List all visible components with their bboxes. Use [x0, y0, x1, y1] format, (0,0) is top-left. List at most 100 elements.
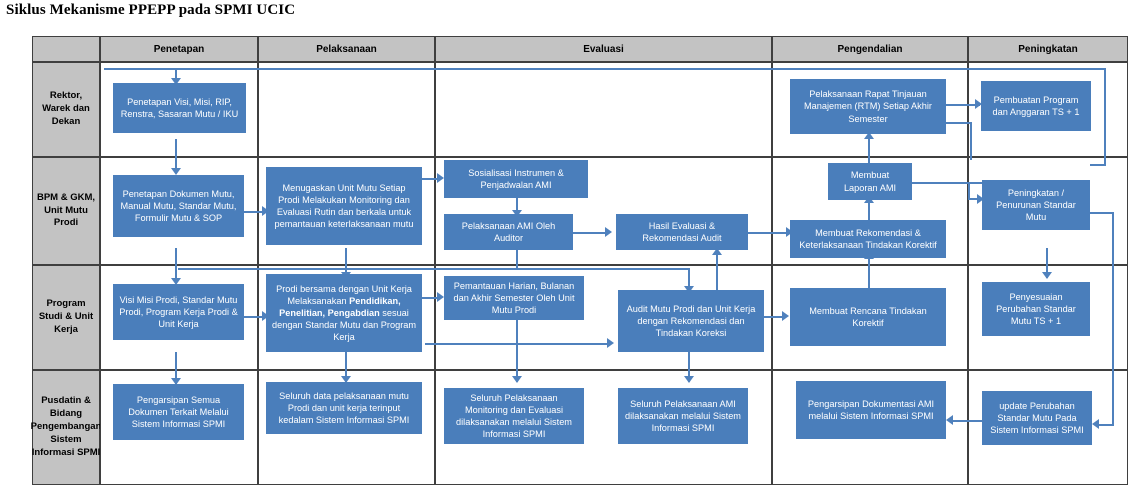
box-text-pre: Prodi bersama dengan Unit Kerja Melaksan…: [276, 283, 412, 306]
arrow-into-r3c3b-top: [684, 286, 694, 293]
corner-header-cell: [32, 36, 100, 62]
connector-rail-r3c3b-down: [688, 268, 690, 290]
connector-into-r2c5: [968, 198, 982, 200]
box-sosialisasi-instrumen[interactable]: Sosialisasi Instrumen & Penjadwalan AMI: [444, 160, 588, 198]
cell-r4c5: [968, 370, 1128, 485]
connector-r2c5-right-down: [1112, 212, 1114, 426]
row-label-prodi: Program Studi & Unit Kerja: [32, 265, 100, 370]
arrow-into-r4c3a: [512, 376, 522, 383]
connector-r1c4-lower-down: [970, 122, 972, 160]
connector-r2c1-to-r2c2: [244, 211, 266, 213]
box-penetapan-dokumen-mutu[interactable]: Penetapan Dokumen Mutu, Manual Mutu, Sta…: [113, 175, 244, 237]
arrow-into-r3c4: [782, 311, 789, 321]
connector-r2c3c-to-r2c4b: [748, 232, 790, 234]
connector-r3c3b-to-r2c3c: [716, 254, 718, 292]
box-update-perubahan-standar[interactable]: update Perubahan Standar Mutu Pada Siste…: [982, 391, 1092, 445]
box-prodi-bersama-unit-kerja[interactable]: Prodi bersama dengan Unit Kerja Melaksan…: [266, 274, 422, 352]
column-header-evaluasi: Evaluasi: [435, 36, 772, 62]
connector-r2c1-to-r3c1: [175, 248, 177, 283]
box-membuat-laporan-ami[interactable]: Membuat Laporan AMI: [828, 163, 912, 200]
cell-r2c4: [772, 157, 968, 265]
cell-r4c1: [100, 370, 258, 485]
arrow-into-r2c2: [262, 206, 269, 216]
row-label-bpm-gkm: BPM & GKM, Unit Mutu Prodi: [32, 157, 100, 265]
connector-r1c4-lower-stub: [946, 122, 972, 124]
cell-r1c5: [968, 62, 1128, 157]
connector-r1c4-to-r1c5: [946, 104, 980, 106]
connector-r2c3b-down: [516, 250, 518, 270]
box-hasil-evaluasi-rekomendasi[interactable]: Hasil Evaluasi & Rekomendasi Audit: [616, 214, 748, 250]
connector-r2c3b-to-r2c3c: [573, 232, 608, 234]
arrow-into-r2c3a: [437, 173, 444, 183]
arrow-into-r3c2: [262, 311, 269, 321]
arrow-into-r4c4: [946, 415, 953, 425]
arrow-into-r2c3c-bottom: [712, 248, 722, 255]
connector-top-rail: [104, 68, 1106, 70]
connector-top-rail-down: [175, 68, 177, 80]
box-pengarsipan-dokumen[interactable]: Pengarsipan Semua Dokumen Terkait Melalu…: [113, 384, 244, 440]
connector-r3c3b-to-r3c4: [764, 316, 786, 318]
connector-r3c3b-to-r4c3b: [688, 352, 690, 382]
box-pemantauan-harian[interactable]: Pemantauan Harian, Bulanan dan Akhir Sem…: [444, 276, 584, 320]
connector-into-r4c5: [1098, 424, 1114, 426]
row-label-pusdatin: Pusdatin & Bidang Pengembangan Sistem In…: [31, 370, 101, 485]
cell-r4c4: [772, 370, 968, 485]
connector-r2c4b-up-to-r1c4: [868, 157, 870, 245]
column-header-penetapan: Penetapan: [100, 36, 258, 62]
box-text-post: sesuai dengan Standar Mutu dan Program K…: [271, 307, 417, 343]
arrow-into-r3c3a: [437, 292, 444, 302]
connector-r2c4a-down: [968, 182, 970, 199]
arrow-into-r3c1: [171, 278, 181, 285]
column-header-pelaksanaan: Pelaksanaan: [258, 36, 435, 62]
box-penetapan-visi-misi[interactable]: Penetapan Visi, Misi, RIP, Renstra, Sasa…: [113, 83, 246, 133]
cell-r4c3: [435, 370, 772, 485]
arrow-into-r4c3b: [684, 376, 694, 383]
arrow-into-r3c5: [1042, 272, 1052, 279]
cell-r1c4: [772, 62, 968, 157]
box-seluruh-pelaksanaan-monitoring[interactable]: Seluruh Pelaksanaan Monitoring dan Evalu…: [444, 388, 584, 444]
row-label-rektor: Rektor, Warek dan Dekan: [32, 62, 100, 157]
connector-r3c2-to-r4c2: [345, 352, 347, 382]
cell-r2c5: [968, 157, 1128, 265]
box-menugaskan-unit-mutu[interactable]: Menugaskan Unit Mutu Setiap Prodi Melaku…: [266, 167, 422, 245]
box-pelaksanaan-rtm[interactable]: Pelaksanaan Rapat Tinjauan Manajemen (RT…: [790, 79, 946, 134]
box-text-composite: Prodi bersama dengan Unit Kerja Melaksan…: [271, 283, 417, 344]
box-pembuatan-program-anggaran[interactable]: Pembuatan Program dan Anggaran TS + 1: [981, 81, 1091, 131]
box-visi-misi-prodi[interactable]: Visi Misi Prodi, Standar Mutu Prodi, Pro…: [113, 284, 244, 340]
connector-r3c2-to-r3c3a: [422, 297, 440, 299]
connector-r3c1-to-r4c1: [175, 352, 177, 384]
arrow-into-r3c3b: [607, 338, 614, 348]
connector-r2c4a-right: [912, 182, 992, 184]
box-membuat-rencana-tindakan-korektif[interactable]: Membuat Rencana Tindakan Korektif: [790, 288, 946, 346]
cell-r2c3: [435, 157, 772, 265]
arrow-into-r2c4b: [786, 227, 793, 237]
arrow-into-r4c5: [1092, 419, 1099, 429]
box-penyesuaian-perubahan-standar[interactable]: Penyesuaian Perubahan Standar Mutu TS + …: [982, 282, 1090, 336]
arrow-into-r2c3b: [512, 210, 522, 217]
connector-r3c1-to-r3c2: [244, 316, 266, 318]
column-header-peningkatan: Peningkatan: [968, 36, 1128, 62]
cell-r1c2: [258, 62, 435, 157]
connector-r3c4-to-r2c4b: [868, 258, 870, 290]
arrow-into-r2c1: [171, 168, 181, 175]
page-title: Siklus Mekanisme PPEPP pada SPMI UCIC: [6, 2, 296, 18]
connector-rail-to-r3c3b-top: [178, 268, 690, 270]
box-pengarsipan-dokumentasi-ami[interactable]: Pengarsipan Dokumentasi AMI melalui Sist…: [796, 381, 946, 439]
arrow-into-r4c1: [171, 378, 181, 385]
box-seluruh-pelaksanaan-ami[interactable]: Seluruh Pelaksanaan AMI dilaksanakan mel…: [618, 388, 748, 444]
cell-r3c5: [968, 265, 1128, 370]
box-membuat-rekomendasi-korektif[interactable]: Membuat Rekomendasi & Keterlaksanaan Tin…: [790, 220, 946, 258]
arrow-into-r2c3c: [605, 227, 612, 237]
box-pelaksanaan-ami-auditor[interactable]: Pelaksanaan AMI Oleh Auditor: [444, 214, 573, 250]
box-audit-mutu-prodi[interactable]: Audit Mutu Prodi dan Unit Kerja dengan R…: [618, 290, 764, 352]
box-peningkatan-penurunan-standar[interactable]: Peningkatan / Penurunan Standar Mutu: [982, 180, 1090, 230]
box-seluruh-data-pelaksanaan-mutu[interactable]: Seluruh data pelaksanaan mutu Prodi dan …: [266, 382, 422, 434]
connector-r2c5-to-r3c5: [1046, 248, 1048, 278]
arrow-into-r1c4: [864, 132, 874, 139]
box-text-bold: Pendidikan, Penelitian, Pengabdian: [279, 295, 401, 318]
connector-r2c3a-to-r2c3b: [516, 198, 518, 214]
arrow-into-r1c1: [171, 78, 181, 85]
connector-r1c5-right-up: [1104, 68, 1106, 166]
connector-r2c2-to-r3c2: [345, 248, 347, 278]
